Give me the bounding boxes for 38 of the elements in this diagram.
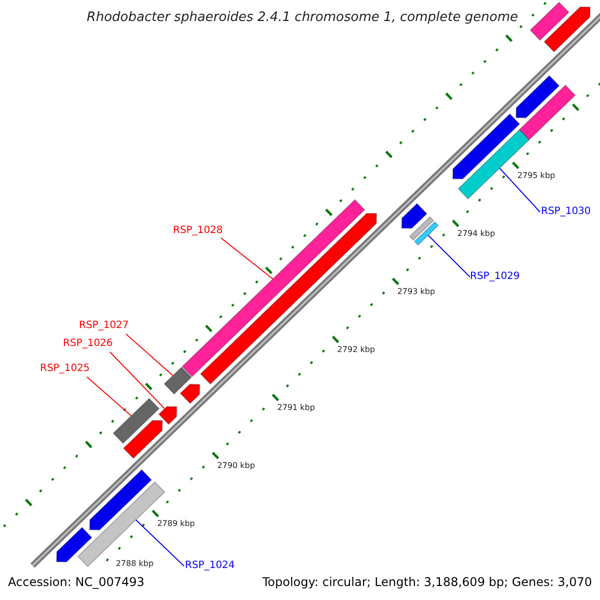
gene-label: RSP_1024 xyxy=(185,560,235,571)
gene-label: RSP_1029 xyxy=(470,271,520,282)
scale-label: 2794 kbp xyxy=(457,229,496,238)
gene-label: RSP_1030 xyxy=(541,206,591,217)
leader-line xyxy=(126,334,174,376)
leader-line xyxy=(86,376,132,416)
scale-label: 2791 kbp xyxy=(277,403,315,412)
accession-text: Accession: NC_007493 xyxy=(8,575,144,589)
scale-label: 2793 kbp xyxy=(397,287,436,296)
gene-segment xyxy=(164,366,192,395)
gene-segment xyxy=(518,84,576,140)
gene-label: RSP_1027 xyxy=(79,320,129,331)
genome-info-text: Topology: circular; Length: 3,188,609 bp; Genes: 3,070 xyxy=(262,575,592,589)
gene-segment xyxy=(89,469,152,530)
gene-segment xyxy=(180,384,200,404)
scale-label: 2789 kbp xyxy=(157,519,195,528)
gene-segment xyxy=(530,2,570,41)
title: Rhodobacter sphaeroides 2.4.1 chromosome 1, complete genome xyxy=(86,10,518,25)
gene-label: RSP_1026 xyxy=(63,338,113,349)
gene-label: RSP_1025 xyxy=(40,363,90,374)
gene-segment xyxy=(158,406,178,425)
gene-label: RSP_1028 xyxy=(173,225,223,236)
leader-line xyxy=(499,168,540,212)
gene-segment xyxy=(112,398,160,444)
scale-label: 2792 kbp xyxy=(337,345,375,354)
scale-label: 2795 kbp xyxy=(517,171,556,180)
gene-segment xyxy=(122,420,163,459)
leader-line xyxy=(110,352,166,410)
gene-segment xyxy=(516,75,560,118)
gene-segment xyxy=(544,6,591,52)
scale-label: 2788 kbp xyxy=(116,559,154,568)
leader-line xyxy=(220,238,274,280)
scale-label: 2790 kbp xyxy=(217,461,255,470)
gene-segment xyxy=(414,221,439,246)
leader-line xyxy=(135,519,184,566)
gene-segment xyxy=(401,202,428,229)
gene-segment xyxy=(409,216,434,241)
gene-segment xyxy=(56,526,92,562)
